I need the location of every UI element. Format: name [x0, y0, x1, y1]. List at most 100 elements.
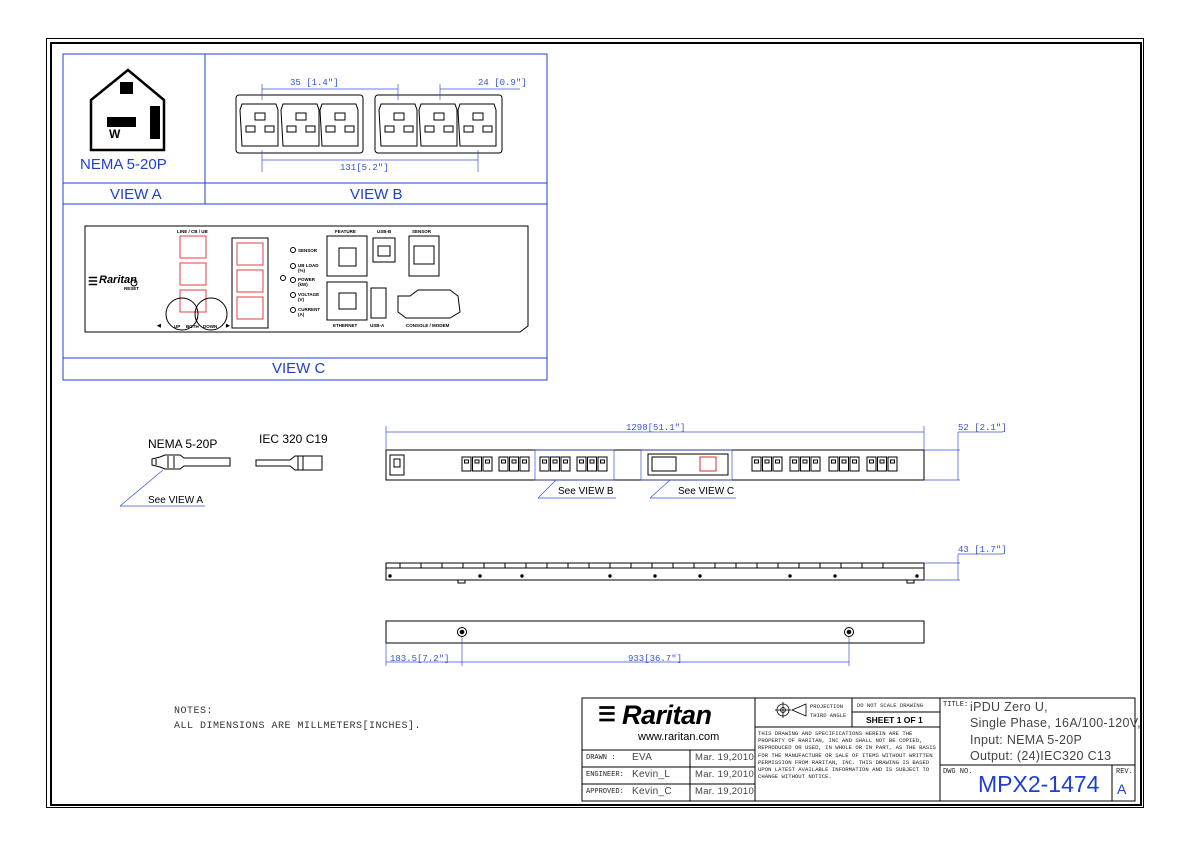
tb-engineer: Kevin_L — [632, 769, 671, 780]
tb-disclaimer: THIS DRAWING AND SPECIFICATIONS HEREIN A… — [758, 730, 936, 781]
outlet-slot — [831, 459, 836, 464]
outlet-front — [498, 456, 509, 472]
tb-drawn-date: Mar. 19,2010 — [695, 752, 755, 763]
outlet-front — [550, 456, 560, 472]
neutral-label: W — [109, 127, 121, 141]
tb-url: www.raritan.com — [638, 731, 720, 743]
outlet-slot — [464, 459, 469, 464]
outlet-slot — [600, 459, 605, 464]
outlet-front — [877, 456, 887, 472]
see-view-b: See VIEW B — [558, 486, 614, 497]
panel-line-cb-ub: LINE / CB / UB — [177, 229, 208, 234]
outlet-slot — [852, 459, 857, 464]
view-b-outlets — [235, 94, 503, 154]
tb-dwg-no: MPX2-1474 — [978, 771, 1100, 797]
side-screw — [698, 574, 702, 578]
panel-ub-load-unit: (%) — [298, 268, 305, 273]
outlet-slot — [501, 459, 506, 464]
back-dimensions — [385, 637, 850, 666]
cord-iec-label: IEC 320 C19 — [259, 432, 328, 446]
panel-sensor: SENSOR — [298, 248, 318, 253]
panel-current: CURRENT — [298, 307, 320, 312]
panel-power: POWER — [298, 277, 316, 282]
outlet-front — [751, 456, 762, 472]
outlet-c13 — [378, 103, 418, 147]
see-view-a-leader — [119, 469, 205, 507]
side-screw — [520, 574, 524, 578]
tb-sheet: SHEET 1 OF 1 — [866, 715, 923, 725]
outlet-slot — [589, 459, 595, 464]
tb-title-label: TITLE: — [943, 701, 969, 709]
tb-title-4: Output: (24)IEC320 C13 — [970, 749, 1112, 763]
panel-usb-b: USB-B — [377, 229, 392, 234]
outlet-slot — [474, 459, 480, 464]
panel-brand: Raritan — [99, 274, 137, 286]
panel-ub-load: UB LOAD — [298, 263, 319, 268]
outlet-c13 — [280, 103, 320, 147]
outlet-slot — [542, 459, 547, 464]
outlet-front — [772, 456, 783, 472]
pdu-back-view — [385, 620, 925, 644]
tb-brand: Raritan — [622, 700, 712, 730]
tb-approved-date: Mar. 19,2010 — [695, 786, 755, 797]
drawing-border-inner — [50, 42, 1142, 806]
view-a-plug-name: NEMA 5-20P — [80, 156, 167, 173]
outlet-c13 — [319, 103, 359, 147]
view-b-dimensions — [261, 84, 520, 172]
side-screw — [478, 574, 482, 578]
outlet-slot — [579, 459, 584, 464]
outlet-front — [789, 456, 800, 472]
left-arrow-icon: ◀ — [157, 323, 161, 329]
front-dimensions — [385, 426, 1003, 499]
panel-down: DOWN — [203, 324, 218, 329]
outlet-c13 — [457, 103, 497, 147]
side-dimensions — [924, 553, 1003, 581]
view-b-label: VIEW B — [350, 186, 403, 203]
outlet-front — [509, 456, 519, 472]
panel-voltage-unit: (V) — [298, 297, 304, 302]
outlet-slot — [813, 459, 818, 464]
outlet-slot — [775, 459, 780, 464]
tb-dwg-label: DWG NO. — [943, 768, 973, 776]
outlet-slot — [552, 459, 558, 464]
outlet-slot — [563, 459, 568, 464]
pdu-front-view — [385, 449, 925, 481]
outlet-slot — [879, 459, 885, 464]
panel-power-unit: (kW) — [298, 282, 308, 287]
outlet-slot — [522, 459, 527, 464]
outlet-front — [866, 456, 877, 472]
outlet-slot — [890, 459, 895, 464]
outlet-c13 — [239, 103, 279, 147]
panel-both: BOTH — [186, 324, 199, 329]
title-block-grid — [581, 697, 1136, 802]
dim-height: 43 [1.7"] — [958, 545, 1007, 555]
nema-plug-face — [89, 68, 166, 152]
outlet-front — [800, 456, 810, 472]
side-screw — [608, 574, 612, 578]
panel-reset: RESET — [124, 286, 140, 291]
dim-outlet-pitch: 35 [1.4"] — [290, 78, 339, 88]
outlet-front — [576, 456, 587, 472]
views-box — [62, 53, 548, 381]
drawing-border-outer — [46, 38, 1144, 808]
side-screw — [833, 574, 837, 578]
side-screw — [653, 574, 657, 578]
tb-engineer-date: Mar. 19,2010 — [695, 769, 755, 780]
tb-drawn-label: DRAWN : — [586, 754, 616, 762]
cord-nema-label: NEMA 5-20P — [148, 437, 218, 451]
outlet-slot — [841, 459, 847, 464]
tb-engineer-label: ENGINEER: — [586, 771, 624, 779]
outlet-front — [519, 456, 530, 472]
panel-voltage: VOLTAGE — [298, 292, 320, 297]
outlet-front — [597, 456, 608, 472]
view-c-label: VIEW C — [272, 360, 326, 377]
ground-label: G — [124, 82, 134, 96]
hot-slot — [150, 106, 160, 139]
tb-title-2: Single Phase, 16A/100-120V, — [970, 716, 1141, 730]
outlet-slot — [792, 459, 797, 464]
panel-usb-a: USB-A — [370, 323, 385, 328]
iec-cord — [255, 455, 323, 471]
dim-183: 183.5[7.2"] — [390, 654, 450, 664]
notes-line-1: ALL DIMENSIONS ARE MILLMETERS[INCHES]. — [174, 721, 422, 732]
